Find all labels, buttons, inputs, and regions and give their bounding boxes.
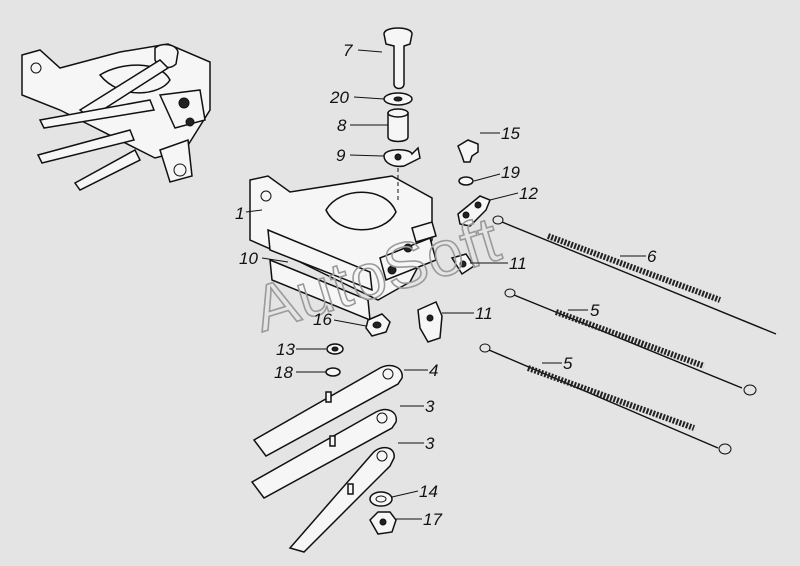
- callout-16: 16: [313, 310, 332, 329]
- callout-11-lower: 11: [475, 304, 493, 323]
- callout-19: 19: [501, 163, 520, 182]
- callout-11-upper: 11: [509, 254, 527, 273]
- callout-6: 6: [647, 247, 657, 266]
- levers-illustration: [250, 364, 403, 553]
- callout-9: 9: [336, 146, 346, 165]
- rods-illustration: [479, 215, 777, 455]
- callout-20: 20: [329, 88, 349, 107]
- pin-stack-illustration: [383, 27, 421, 200]
- callout-8: 8: [337, 116, 347, 135]
- callout-15: 15: [501, 124, 520, 143]
- bolt-plate-illustration: [457, 139, 491, 227]
- small-parts-illustration: [325, 253, 476, 377]
- callout-18: 18: [274, 363, 293, 382]
- callout-1: 1: [235, 204, 244, 223]
- callout-7: 7: [343, 41, 353, 60]
- callout-3-lower: 3: [425, 434, 435, 453]
- callout-4: 4: [429, 361, 438, 380]
- callout-3-upper: 3: [425, 397, 435, 416]
- callout-17: 17: [423, 510, 442, 529]
- callout-14: 14: [419, 482, 438, 501]
- callout-labels: 7 20 8 9 15 19 12 1 6 10 11 5 16 11 13 5…: [235, 41, 657, 529]
- assembled-unit-illustration: [21, 43, 211, 191]
- callout-5-lower: 5: [563, 354, 573, 373]
- callout-5-upper: 5: [590, 301, 600, 320]
- callout-12: 12: [519, 184, 538, 203]
- leader-lines: [245, 49, 646, 520]
- callout-13: 13: [276, 340, 295, 359]
- callout-10: 10: [239, 249, 258, 268]
